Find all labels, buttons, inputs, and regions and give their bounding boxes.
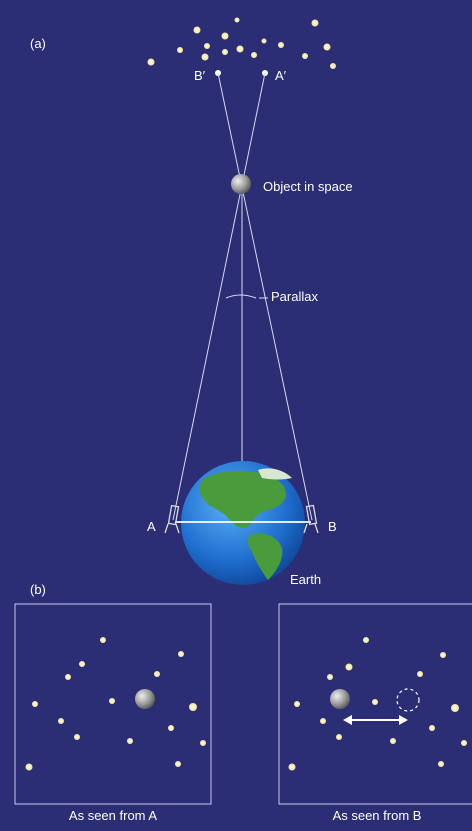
star <box>178 651 184 657</box>
earth-globe <box>175 461 311 585</box>
object-in-space <box>231 174 251 194</box>
star <box>100 637 106 643</box>
star <box>451 704 459 712</box>
previous-position-outline <box>396 688 420 712</box>
star <box>58 718 64 724</box>
star <box>302 53 308 59</box>
telescope-a <box>164 504 180 534</box>
star <box>345 663 353 671</box>
star-b-prime-label: B′ <box>194 68 206 83</box>
panel-b-label: (b) <box>30 582 46 597</box>
star <box>74 734 80 740</box>
parallax-angle-arc <box>225 294 257 299</box>
star <box>438 761 444 767</box>
star <box>204 43 210 49</box>
star <box>154 671 160 677</box>
star <box>127 738 133 744</box>
telescope-b <box>303 504 319 534</box>
view-b-frame <box>278 603 472 805</box>
star <box>336 734 342 740</box>
star-field-top <box>147 17 336 76</box>
greenland-land <box>258 468 292 480</box>
caption-view-a: As seen from A <box>69 808 157 823</box>
object-label: Object in space <box>263 179 353 194</box>
view-a-frame <box>14 603 212 805</box>
star <box>440 652 446 658</box>
star <box>200 740 206 746</box>
star <box>32 701 38 707</box>
sight-line-from-b <box>217 72 313 521</box>
star <box>461 740 467 746</box>
shift-arrow <box>343 715 408 725</box>
north-america-land <box>199 470 287 528</box>
earth-label: Earth <box>290 572 321 587</box>
sight-line-from-a <box>172 72 266 521</box>
star-a-prime-label: A′ <box>275 68 287 83</box>
star <box>193 26 201 34</box>
star <box>177 47 183 53</box>
caption-view-b: As seen from B <box>333 808 422 823</box>
star <box>429 725 435 731</box>
star <box>278 42 284 48</box>
star <box>236 45 244 53</box>
star <box>65 674 71 680</box>
star <box>390 738 396 744</box>
star <box>330 63 336 69</box>
view-from-a <box>14 603 212 805</box>
star <box>175 761 181 767</box>
star <box>222 49 228 55</box>
star <box>168 725 174 731</box>
star <box>288 763 296 771</box>
observer-a-label: A <box>147 519 156 534</box>
star <box>25 763 33 771</box>
object-in-space <box>330 689 350 709</box>
star <box>109 698 115 704</box>
star <box>234 17 240 23</box>
star <box>363 637 369 643</box>
star <box>201 53 209 61</box>
star <box>189 703 197 711</box>
view-from-b <box>278 603 472 805</box>
star <box>372 699 378 705</box>
star <box>417 671 423 677</box>
star <box>221 32 229 40</box>
observer-b-label: B <box>328 519 337 534</box>
star <box>251 52 257 58</box>
star <box>327 674 333 680</box>
object-in-space <box>135 689 155 709</box>
star <box>79 661 85 667</box>
star <box>294 701 300 707</box>
star <box>323 43 331 51</box>
parallax-label: Parallax <box>271 289 318 304</box>
south-america-land <box>247 533 283 580</box>
star <box>261 38 267 44</box>
star <box>320 718 326 724</box>
star <box>311 19 319 27</box>
panel-a-label: (a) <box>30 36 46 51</box>
star <box>147 58 155 66</box>
